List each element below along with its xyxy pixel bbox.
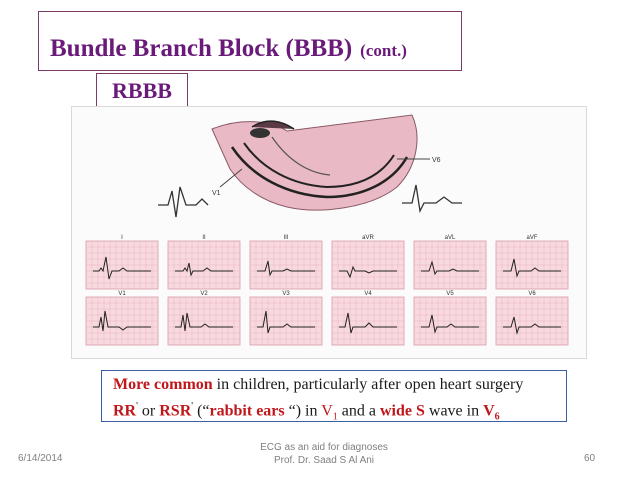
caption-rr: RR bbox=[113, 402, 137, 420]
caption-v: V bbox=[321, 402, 333, 420]
caption-open-quote: (“ bbox=[193, 402, 210, 420]
caption-line1-rest: in children, particularly after open hea… bbox=[212, 376, 524, 393]
ecg-lead-label: aVF bbox=[526, 235, 537, 241]
ecg-trace bbox=[93, 256, 151, 280]
caption-or: or bbox=[137, 402, 160, 420]
ecg-trace bbox=[339, 265, 397, 279]
title-main: Bundle Branch Block (BBB) bbox=[50, 35, 353, 62]
footer-page-number: 60 bbox=[584, 453, 596, 464]
title-box bbox=[38, 11, 462, 71]
ecg-lead-panel: V5 bbox=[413, 291, 487, 346]
footer-center-line-2: Prof. Dr. Saad S Al Ani bbox=[273, 455, 375, 466]
ecg-lead-panel: aVR bbox=[331, 235, 405, 290]
ecg-lead-panel: V2 bbox=[167, 291, 241, 346]
ecg-lead-label: V4 bbox=[364, 291, 372, 297]
ecg-trace bbox=[503, 316, 561, 335]
ecg-lead-label: III bbox=[283, 235, 288, 241]
complex-v1-sample bbox=[158, 186, 209, 218]
label-v6-heart: V6 bbox=[432, 157, 441, 164]
ecg-lead-panel: II bbox=[167, 235, 241, 290]
caption-line-1: More common in children, particularly af… bbox=[113, 374, 566, 396]
ecg-lead-panel: V3 bbox=[249, 291, 323, 346]
caption-more-common: More common bbox=[113, 376, 213, 393]
caption-prime-1: ' bbox=[136, 401, 138, 412]
ecg-lead-panel: V6 bbox=[495, 291, 569, 346]
caption-prime-2: ' bbox=[191, 401, 194, 412]
ecg-lead-label: I bbox=[121, 235, 123, 241]
ecg-lead-label: V1 bbox=[118, 291, 126, 297]
caption-sub-1: 1 bbox=[332, 411, 338, 423]
complex-v6-sample bbox=[402, 184, 462, 214]
title-cont: (cont.) bbox=[360, 41, 407, 60]
caption-wave-in: wave in bbox=[424, 402, 484, 420]
ecg-trace bbox=[257, 260, 315, 277]
ecg-trace bbox=[421, 260, 479, 276]
ecg-lead-panel: aVF bbox=[495, 235, 569, 290]
caption-wide-s: wide S bbox=[379, 402, 425, 420]
ecg-trace bbox=[175, 312, 233, 332]
caption-v6: V bbox=[483, 402, 495, 420]
footer-center: ECG as an aid for diagnoses Prof. Dr. Sa… bbox=[228, 441, 420, 467]
slide-title: Bundle Branch Block (BBB) (cont.) bbox=[50, 27, 407, 64]
ecg-lead-label: II bbox=[202, 235, 206, 241]
caption-rsr: RSR bbox=[159, 402, 192, 420]
ecg-lead-label: aVR bbox=[362, 235, 374, 241]
caption-sub-6: 6 bbox=[494, 411, 500, 423]
ecg-lead-label: V6 bbox=[528, 291, 536, 297]
ecg-lead-panel: I bbox=[85, 235, 159, 290]
ecg-lead-panel: V1 bbox=[85, 291, 159, 346]
ecg-lead-panel: aVL bbox=[413, 235, 487, 290]
heart-diagram bbox=[211, 114, 430, 211]
ecg-trace bbox=[93, 310, 151, 332]
footer-center-line-1: ECG as an aid for diagnoses bbox=[260, 442, 388, 453]
ecg-trace bbox=[503, 258, 561, 278]
ecg-lead-panel: V4 bbox=[331, 291, 405, 346]
caption-close-quote: “) in bbox=[284, 402, 322, 420]
caption-rabbit-ears: rabbit ears bbox=[209, 402, 285, 420]
ecg-lead-label: V2 bbox=[200, 291, 208, 297]
label-v1-heart: V1 bbox=[212, 190, 221, 197]
ecg-lead-label: aVL bbox=[445, 235, 456, 241]
ecg-lead-label: V5 bbox=[446, 291, 454, 297]
caption-box: More common in children, particularly af… bbox=[101, 370, 567, 423]
ecg-trace bbox=[421, 314, 479, 334]
caption-and: and a bbox=[337, 402, 380, 420]
ecg-trace bbox=[175, 262, 233, 277]
rbbb-label: RBBB bbox=[96, 73, 188, 108]
ecg-lead-label: V3 bbox=[282, 291, 290, 297]
ecg-trace bbox=[339, 312, 397, 334]
caption-line-2: RR' or RSR' (“rabbit ears “) in V1 and a… bbox=[113, 396, 566, 429]
footer-date: 6/14/2014 bbox=[18, 453, 63, 464]
ecg-trace bbox=[257, 310, 315, 334]
ecg-lead-panel: III bbox=[249, 235, 323, 290]
